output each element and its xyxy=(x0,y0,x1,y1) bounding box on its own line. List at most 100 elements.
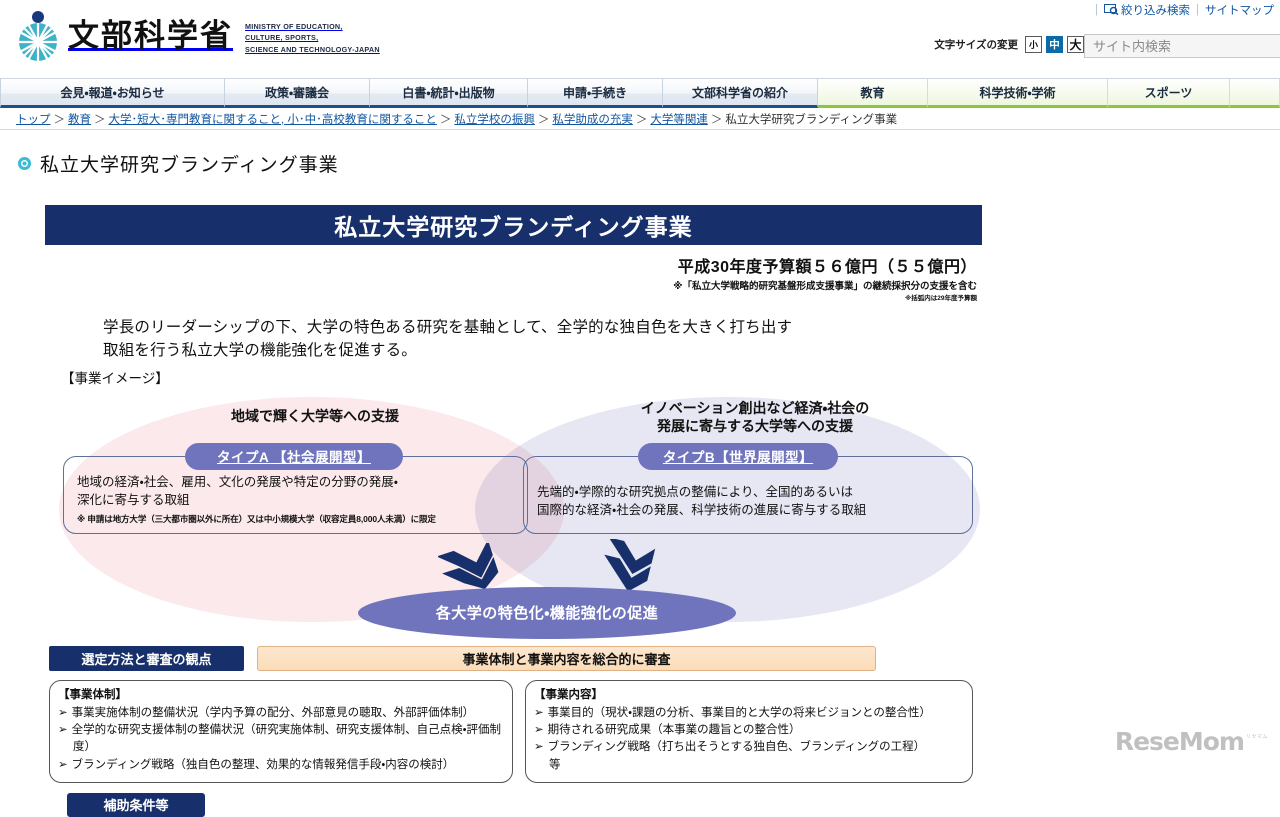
type-b-pill-label: タイプB【世界展開型】 xyxy=(663,446,813,466)
refine-search-icon xyxy=(1104,4,1119,15)
breadcrumb-item-university[interactable]: 大学･短大･専門教育に関すること, 小･中･高校教育に関すること xyxy=(109,111,437,127)
criteria-content-item-1-text: 事業目的（現状・課題の分析、事業目的と大学の将来ビジョンとの整合性） xyxy=(548,707,931,719)
lead-line-2: 取組を行う私立大学の機能強化を促進する。 xyxy=(103,339,982,362)
lead-line-1: 学長のリーダーシップの下、大学の特色ある研究を基軸として、全学的な独自色を大きく… xyxy=(103,316,982,339)
gnav-item-education[interactable]: 教育 xyxy=(818,79,928,108)
type-b-description: 先端的・学際的な研究拠点の整備により、全国的あるいは 国際的な経済・社会の発展、… xyxy=(537,483,969,521)
gnav-item-procedures[interactable]: 申請・手続き xyxy=(528,79,663,108)
bullet-marker-icon-4: ➢ xyxy=(534,707,544,719)
criteria-structure-item-1: ➢事業実施体制の整備状況（学内予算の配分、外部意見の聴取、外部評価体制） xyxy=(58,705,504,722)
bullet-marker-icon-3: ➢ xyxy=(58,759,68,771)
mext-logo-link[interactable]: 文部科学省 MINISTRY OF EDUCATION, CULTURE, SP… xyxy=(12,8,380,64)
criteria-tag: 選定方法と審査の観点 xyxy=(49,646,244,671)
criteria-structure-item-3: ➢ ブランディング戦略（独自色の整理、効果的な情報発信手段・内容の検討） xyxy=(58,757,504,774)
mext-wheel-logo-icon xyxy=(12,8,64,64)
site-search-box[interactable] xyxy=(1084,34,1280,58)
budget-note-secondary: ※括弧内は29年度予算額 xyxy=(45,292,982,302)
watermark-text: ReseMom xyxy=(1115,727,1244,756)
criteria-content-trailing: 等 xyxy=(534,757,964,774)
venn-diagram: 地域で輝く大学等への支援 イノベーション創出など経済・社会の 発展に寄与する大学… xyxy=(45,389,982,644)
breadcrumb-item-subsidy[interactable]: 私学助成の充実 xyxy=(552,111,633,127)
type-a-pill: タイプA 【社会展開型】 xyxy=(185,443,403,470)
sitemap-link[interactable]: サイトマップ xyxy=(1205,2,1274,18)
criteria-content-item-3-text: ブランディング戦略（打ち出そうとする独自色、ブランディングの工程） xyxy=(548,741,926,753)
bullet-marker-icon-6: ➢ xyxy=(534,741,544,753)
gnav-item-policy[interactable]: 政策・審議会 xyxy=(225,79,370,108)
type-a-line-2: 深化に寄与する取組 xyxy=(77,491,525,510)
breadcrumb-item-education[interactable]: 教育 xyxy=(68,111,91,127)
type-b-pill: タイプB【世界展開型】 xyxy=(638,443,838,470)
type-a-line-1: 地域の経済・社会、雇用、文化の発展や特定の分野の発展・ xyxy=(77,473,525,492)
font-size-large-button[interactable]: 大 xyxy=(1067,36,1084,53)
breadcrumb-item-top[interactable]: トップ xyxy=(16,111,51,127)
breadcrumb-current: 私立大学研究ブランディング事業 xyxy=(725,111,897,127)
title-bullet-icon xyxy=(18,157,31,170)
site-header: 文部科学省 MINISTRY OF EDUCATION, CULTURE, SP… xyxy=(0,0,1280,78)
logo-en-line-3: SCIENCE AND TECHNOLOGY-JAPAN xyxy=(245,44,380,55)
global-navigation: 会見・報道・お知らせ 政策・審議会 白書・統計・出版物 申請・手続き 文部科学省… xyxy=(0,78,1280,108)
criteria-boxes: 【事業体制】 ➢事業実施体制の整備状況（学内予算の配分、外部意見の聴取、外部評価… xyxy=(45,680,982,783)
gnav-item-sports[interactable]: スポーツ xyxy=(1108,79,1230,108)
criteria-content-item-3: ➢ ブランディング戦略（打ち出そうとする独自色、ブランディングの工程） xyxy=(534,739,964,756)
type-a-pill-label: タイプA 【社会展開型】 xyxy=(217,446,371,466)
program-lead-text: 学長のリーダーシップの下、大学の特色ある研究を基軸として、全学的な独自色を大きく… xyxy=(103,316,982,363)
breadcrumb: トップ ＞ 教育 ＞ 大学･短大･専門教育に関すること, 小･中･高校教育に関す… xyxy=(0,108,1280,130)
gnav-item-press[interactable]: 会見・報道・お知らせ xyxy=(0,79,225,108)
type-a-note: ※ 申請は地方大学（三大都市圏以外に所在）又は中小規模大学（収容定員8,000人… xyxy=(77,513,525,526)
resemom-watermark: ReseMom リセマム xyxy=(1115,727,1268,756)
mext-logo-text: 文部科学省 xyxy=(68,21,233,52)
gnav-item-about[interactable]: 文部科学省の紹介 xyxy=(663,79,818,108)
type-b-line-2: 国際的な経済・社会の発展、科学技術の進展に寄与する取組 xyxy=(537,501,969,520)
utility-divider: | xyxy=(1095,4,1098,16)
bullet-marker-icon: ➢ xyxy=(58,707,68,719)
breadcrumb-separator-6: ＞ xyxy=(711,111,723,127)
criteria-structure-item-2-text: 全学的な研究支援体制の整備状況（研究実施体制、研究支援体制、自己点検・評価制度） xyxy=(72,724,501,753)
breadcrumb-separator-4: ＞ xyxy=(538,111,550,127)
criteria-banner: 事業体制と事業内容を総合的に審査 xyxy=(257,646,876,671)
criteria-content-item-1: ➢ 事業目的（現状・課題の分析、事業目的と大学の将来ビジョンとの整合性） xyxy=(534,705,964,722)
type-a-description: 地域の経済・社会、雇用、文化の発展や特定の分野の発展・ 深化に寄与する取組 ※ … xyxy=(77,473,525,526)
bullet-marker-icon-2: ➢ xyxy=(58,724,68,736)
font-size-small-button[interactable]: 小 xyxy=(1025,36,1042,53)
criteria-content-item-2-text: 期待される研究成果（本事業の趣旨との整合性） xyxy=(548,724,801,736)
venn-heading-a: 地域で輝く大学等への支援 xyxy=(155,407,475,426)
criteria-structure-item-3-text: ブランディング戦略（独自色の整理、効果的な情報発信手段・内容の検討） xyxy=(72,759,455,771)
criteria-structure-title: 【事業体制】 xyxy=(58,687,504,704)
criteria-box-content: 【事業内容】 ➢ 事業目的（現状・課題の分析、事業目的と大学の将来ビジョンとの整合… xyxy=(525,680,973,783)
gnav-item-science[interactable]: 科学技術・学術 xyxy=(928,79,1108,108)
section-label-business-image: 【事業イメージ】 xyxy=(61,367,982,387)
venn-heading-b: イノベーション創出など経済・社会の 発展に寄与する大学等への支援 xyxy=(585,399,925,437)
watermark-subtext: リセマム xyxy=(1246,733,1268,740)
refine-search-link[interactable]: 絞り込み検索 xyxy=(1104,2,1190,18)
breadcrumb-item-univ-related[interactable]: 大学等関連 xyxy=(650,111,708,127)
criteria-content-title: 【事業内容】 xyxy=(534,687,964,704)
page-title: 私立大学研究ブランディング事業 xyxy=(18,150,1280,177)
breadcrumb-separator-5: ＞ xyxy=(636,111,648,127)
budget-note: ※「私立大学戦略的研究基盤形成支援事業」の継続採択分の支援を含む xyxy=(45,278,982,292)
criteria-content-item-2: ➢期待される研究成果（本事業の趣旨との整合性） xyxy=(534,722,964,739)
chevron-arrow-down-right-icon xyxy=(600,539,658,595)
venn-heading-b-line-1: イノベーション創出など経済・社会の xyxy=(585,399,925,418)
site-search-input[interactable] xyxy=(1085,35,1280,57)
program-overview-figure: 私立大学研究ブランディング事業 平成30年度予算額５６億円（５５億円） ※「私立… xyxy=(45,205,982,768)
type-b-line-1: 先端的・学際的な研究拠点の整備により、全国的あるいは xyxy=(537,483,969,502)
breadcrumb-separator-1: ＞ xyxy=(54,111,66,127)
breadcrumb-item-private-school[interactable]: 私立学校の振興 xyxy=(454,111,535,127)
utility-divider-2: | xyxy=(1196,4,1199,16)
font-size-control: 文字サイズの変更 小 中 大 xyxy=(934,36,1084,53)
goal-ellipse: 各大学の特色化・機能強化の促進 xyxy=(358,587,736,639)
venn-heading-b-line-2: 発展に寄与する大学等への支援 xyxy=(585,417,925,436)
breadcrumb-separator-3: ＞ xyxy=(440,111,452,127)
budget-amount: 平成30年度予算額５６億円（５５億円） xyxy=(45,253,982,277)
logo-en-line-2: CULTURE, SPORTS, xyxy=(245,32,380,43)
subsidy-conditions-tag: 補助条件等 xyxy=(67,793,205,817)
criteria-box-structure: 【事業体制】 ➢事業実施体制の整備状況（学内予算の配分、外部意見の聴取、外部評価… xyxy=(49,680,513,783)
refine-search-label: 絞り込み検索 xyxy=(1121,5,1190,17)
gnav-item-publications[interactable]: 白書・統計・出版物 xyxy=(370,79,528,108)
figure-title-band: 私立大学研究ブランディング事業 xyxy=(45,205,982,245)
mext-logo-en: MINISTRY OF EDUCATION, CULTURE, SPORTS, … xyxy=(245,17,380,54)
font-size-medium-button[interactable]: 中 xyxy=(1046,36,1063,53)
criteria-structure-item-2: ➢ 全学的な研究支援体制の整備状況（研究実施体制、研究支援体制、自己点検・評価制度… xyxy=(58,722,504,757)
gnav-item-overflow[interactable] xyxy=(1230,79,1280,108)
chevron-arrow-down-left-icon xyxy=(438,543,500,595)
